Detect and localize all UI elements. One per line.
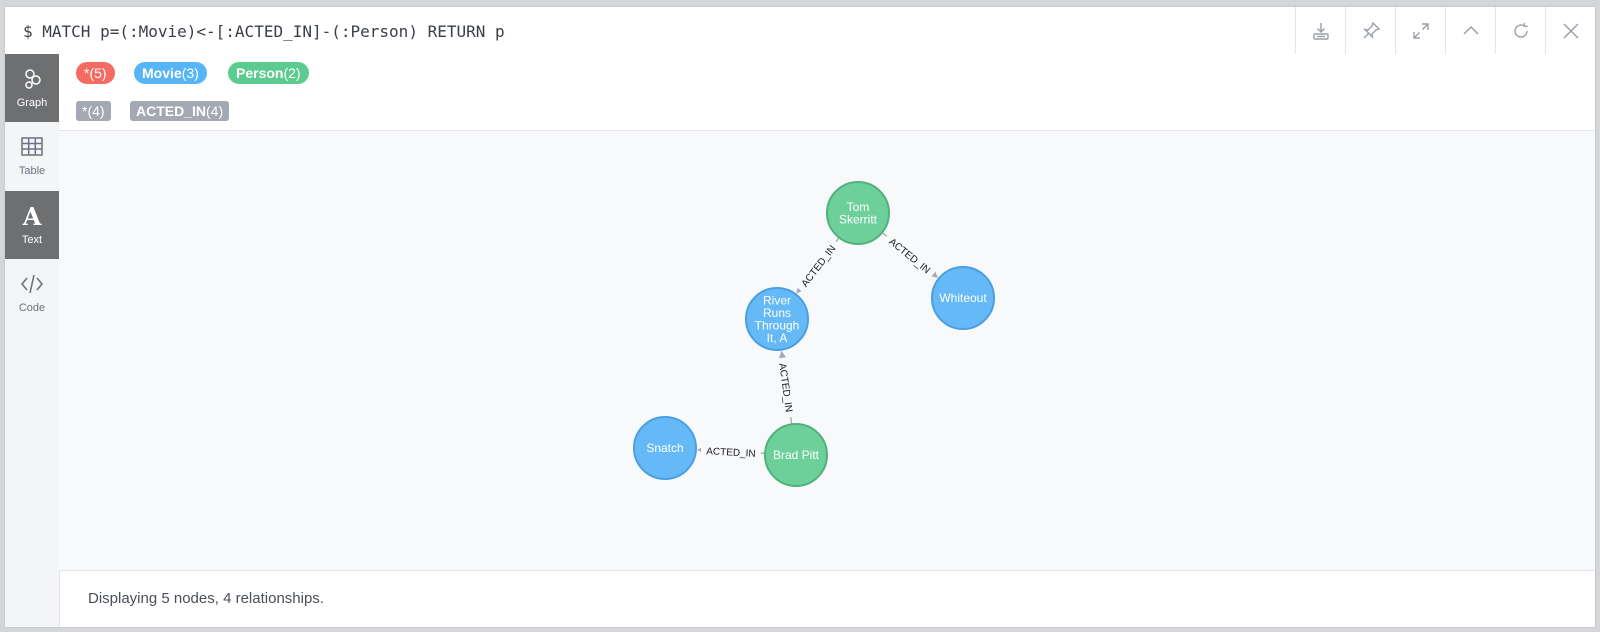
node-circle — [826, 181, 890, 245]
fullscreen-button[interactable] — [1395, 7, 1445, 54]
node-whiteout[interactable]: Whiteout — [931, 266, 995, 330]
legend-rel-acted-in[interactable]: ACTED_IN(4) — [130, 101, 230, 121]
legend-rel-acted-in-name: ACTED_IN — [136, 103, 207, 119]
sidebar-label-code: Code — [18, 302, 46, 314]
close-button[interactable] — [1545, 7, 1595, 54]
relationship-label-bg — [775, 356, 798, 419]
pin-icon — [1362, 21, 1380, 39]
legend-rel-all-count: (4) — [87, 103, 105, 119]
legend-node-movie[interactable]: Movie(3) — [134, 62, 207, 84]
node-snatch[interactable]: Snatch — [633, 416, 697, 480]
collapse-button[interactable] — [1445, 7, 1495, 54]
graph-view: *(5) Movie(3) Person(2) *(4) ACTED_IN(4)… — [59, 54, 1595, 627]
relationship-label-bg — [700, 442, 762, 461]
arrowhead — [778, 350, 787, 360]
sidebar-item-text[interactable]: A Text — [5, 191, 59, 259]
sidebar-label-graph: Graph — [16, 97, 48, 109]
sidebar-item-table[interactable]: Table — [5, 122, 59, 190]
relationship-label: ACTED_IN — [886, 237, 931, 277]
svg-text:A: A — [22, 204, 42, 228]
relationship-label-bg — [882, 230, 938, 280]
node-caption: River — [763, 293, 791, 307]
sidebar-item-code[interactable]: Code — [5, 259, 59, 327]
legend-node-all[interactable]: *(5) — [76, 62, 115, 84]
frame-header: $ MATCH p=(:Movie)<-[:ACTED_IN]-(:Person… — [5, 7, 1595, 55]
status-text: Displaying 5 nodes, 4 relationships. — [88, 590, 324, 607]
legend-node-movie-count: (3) — [181, 65, 199, 81]
legend-node-movie-name: Movie — [142, 65, 182, 81]
node-caption: Brad Pitt — [773, 448, 820, 462]
sidebar-item-graph[interactable]: Graph — [5, 54, 59, 122]
relationship-label: ACTED_IN — [706, 446, 756, 460]
code-icon — [20, 274, 44, 294]
result-frame: $ MATCH p=(:Movie)<-[:ACTED_IN]-(:Person… — [5, 7, 1595, 627]
node-circle — [764, 423, 828, 487]
sidebar-label-text: Text — [21, 234, 43, 246]
expand-icon — [1412, 22, 1429, 39]
view-sidebar: Graph Table A Text Code — [5, 54, 60, 627]
relationship-tom-river[interactable]: ACTED_IN — [794, 237, 842, 294]
node-caption: Snatch — [646, 441, 683, 455]
node-caption: Runs — [763, 306, 791, 320]
node-circle — [745, 287, 809, 351]
table-icon — [21, 137, 43, 156]
node-caption: Skerritt — [839, 212, 878, 226]
relationship-label-bg — [794, 237, 842, 294]
relationship-legend: *(4) ACTED_IN(4) — [59, 92, 1595, 131]
legend-node-person-count: (2) — [283, 65, 301, 81]
legend-rel-all-name: * — [82, 103, 88, 119]
download-icon — [1312, 22, 1329, 40]
node-label-legend: *(5) Movie(3) Person(2) — [59, 54, 1595, 93]
node-circle — [633, 416, 697, 480]
legend-rel-all[interactable]: *(4) — [76, 101, 111, 121]
graph-icon — [25, 69, 41, 89]
legend-node-all-count: (5) — [89, 65, 107, 81]
node-caption: It, A — [767, 331, 788, 345]
node-caption: Whiteout — [939, 291, 987, 305]
collapse-up-icon — [1462, 25, 1479, 35]
legend-node-all-name: * — [84, 65, 90, 81]
query-text[interactable]: $ MATCH p=(:Movie)<-[:ACTED_IN]-(:Person… — [23, 22, 505, 41]
relationship-brad-snatch[interactable]: ACTED_IN — [696, 442, 766, 461]
rerun-button[interactable] — [1495, 7, 1545, 54]
close-icon — [1562, 22, 1579, 39]
relationship-label: ACTED_IN — [776, 362, 794, 412]
node-brad[interactable]: Brad Pitt — [764, 423, 828, 487]
legend-node-person[interactable]: Person(2) — [228, 62, 309, 84]
relationship-label: ACTED_IN — [800, 244, 839, 290]
header-actions — [1295, 7, 1595, 54]
legend-node-person-name: Person — [236, 65, 284, 81]
node-caption: Tom — [847, 200, 870, 214]
rerun-icon — [1513, 22, 1528, 38]
pin-button[interactable] — [1345, 7, 1395, 54]
sidebar-label-table: Table — [18, 165, 46, 177]
node-caption: Through — [755, 318, 800, 332]
node-circle — [931, 266, 995, 330]
legend-rel-acted-in-count: (4) — [206, 103, 224, 119]
relationship-tom-whiteout[interactable]: ACTED_IN — [881, 230, 939, 280]
relationship-brad-river[interactable]: ACTED_IN — [775, 350, 798, 425]
download-button[interactable] — [1295, 7, 1345, 54]
text-icon: A — [22, 204, 42, 228]
